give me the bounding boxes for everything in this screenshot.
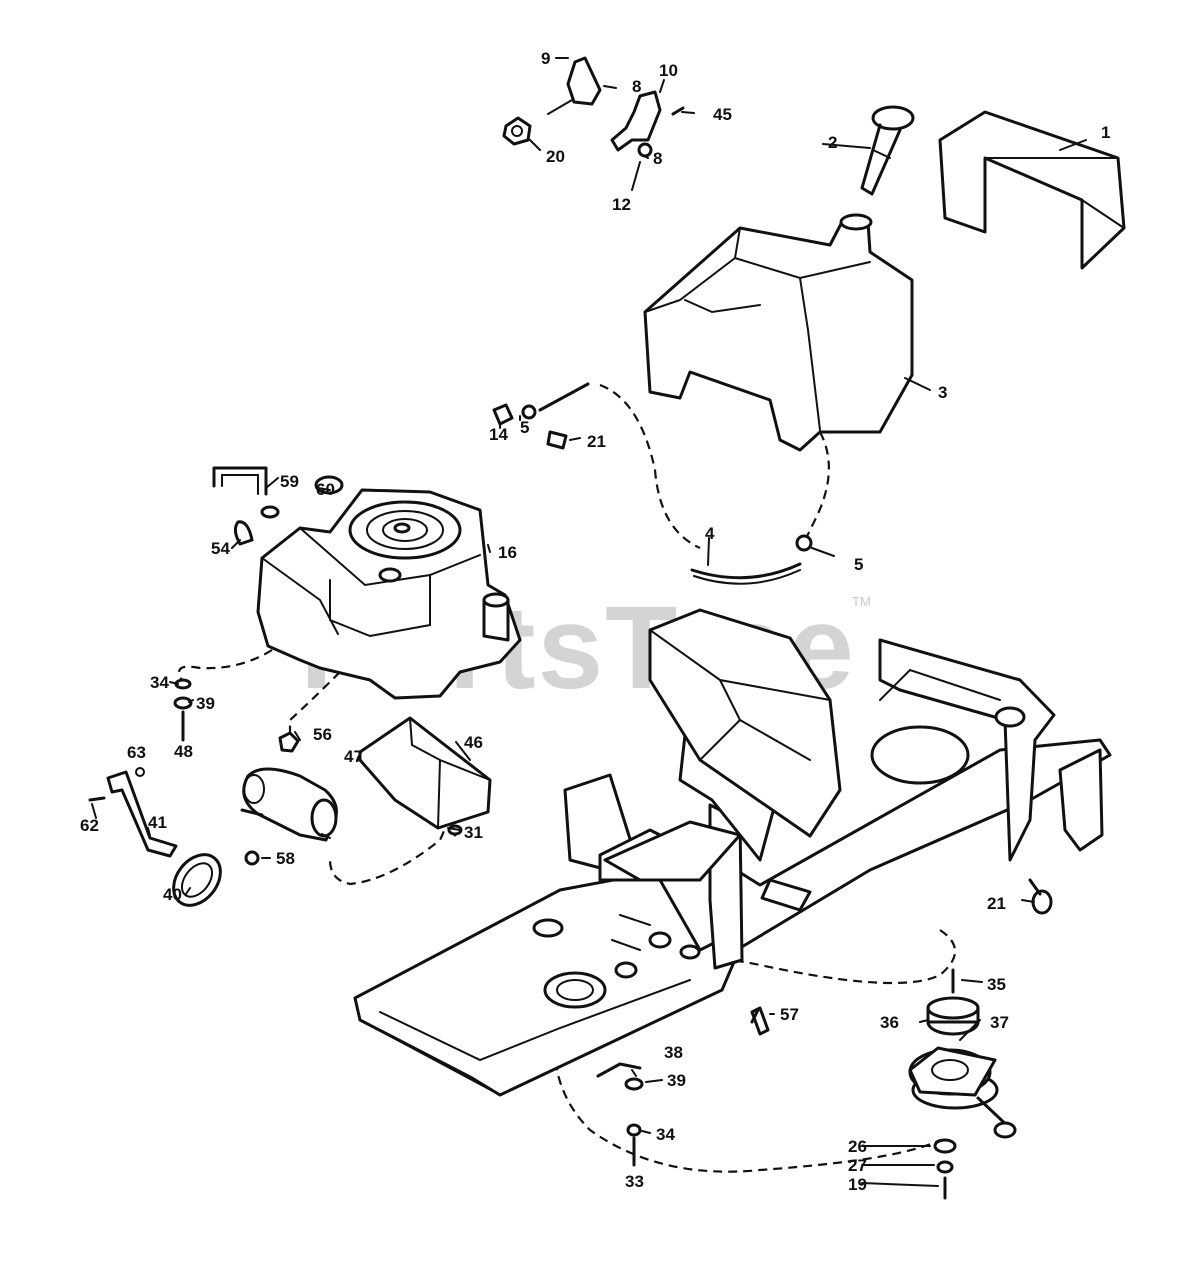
chassis-frame: [353, 608, 1112, 1097]
callout-62: 62: [80, 816, 99, 835]
lower-mount-hardware: [596, 1062, 644, 1167]
callout-60: 60: [316, 480, 335, 499]
callout-labels: 9 8 10 45 20 8 12 2 1 3 14 5 21 4 5 16 5…: [80, 49, 1110, 1194]
callout-8b: 8: [653, 149, 662, 168]
callout-10: 10: [659, 61, 678, 80]
callout-46: 46: [464, 733, 483, 752]
callout-56: 56: [313, 725, 332, 744]
callout-59: 59: [280, 472, 299, 491]
part-2-fuel-cap: [860, 105, 915, 196]
callout-3: 3: [938, 383, 947, 402]
callout-20: 20: [546, 147, 565, 166]
part-21-clip-upper: [546, 430, 568, 450]
callout-41: 41: [148, 813, 167, 832]
routing-line-2: [288, 671, 341, 750]
routing-line-3: [328, 759, 450, 886]
callout-12: 12: [612, 195, 631, 214]
part-47-muffler: [240, 731, 338, 866]
part-16-engine: [256, 475, 522, 700]
callout-19: 19: [848, 1175, 867, 1194]
callout-58: 58: [276, 849, 295, 868]
callout-14: 14: [489, 425, 508, 444]
callout-48: 48: [174, 742, 193, 761]
callout-4: 4: [705, 524, 715, 543]
callout-45: 45: [713, 105, 732, 124]
callout-37: 37: [990, 1013, 1009, 1032]
callout-5a: 5: [520, 418, 529, 437]
callout-31: 31: [464, 823, 483, 842]
callout-21b: 21: [987, 894, 1006, 913]
part-14-fitting: [492, 403, 514, 426]
part-59-breather-tube: [212, 466, 280, 546]
callout-39a: 39: [196, 694, 215, 713]
callout-34a: 34: [150, 673, 169, 692]
part-57-clip: [750, 1006, 770, 1036]
callout-36: 36: [880, 1013, 899, 1032]
callout-57: 57: [780, 1005, 799, 1024]
callout-38: 38: [664, 1043, 683, 1062]
leader-lines: [91, 57, 1087, 1187]
part-37-pulley-assembly: [908, 968, 1017, 1200]
callout-33: 33: [625, 1172, 644, 1191]
callout-2: 2: [828, 133, 837, 152]
callout-34b: 34: [656, 1125, 675, 1144]
engine-mount-hardware: [173, 678, 193, 742]
callout-9: 9: [541, 49, 550, 68]
watermark-trademark: TM: [852, 594, 871, 609]
callout-40: 40: [163, 885, 182, 904]
part-41-bracket: [88, 767, 178, 858]
throttle-control-parts: [502, 56, 685, 158]
callout-54: 54: [211, 539, 230, 558]
callout-1: 1: [1101, 123, 1110, 142]
part-3-fuel-tank: [643, 213, 914, 452]
callout-26: 26: [848, 1137, 867, 1156]
callout-35: 35: [987, 975, 1006, 994]
callout-47: 47: [344, 747, 363, 766]
callout-5b: 5: [854, 555, 863, 574]
part-46-heat-shield: [358, 716, 492, 837]
part-5-clamp: [521, 404, 813, 552]
callout-63: 63: [127, 743, 146, 762]
part-40-clamp: [172, 853, 222, 907]
callout-16: 16: [498, 543, 517, 562]
part-1-cover: [938, 110, 1126, 270]
callout-8a: 8: [632, 77, 641, 96]
part-4-fuel-line: [538, 382, 830, 585]
routing-line-1: [178, 649, 273, 683]
callout-39b: 39: [667, 1071, 686, 1090]
callout-27: 27: [848, 1156, 867, 1175]
callout-21a: 21: [587, 432, 606, 451]
part-21-clip-lower: [1028, 878, 1053, 915]
